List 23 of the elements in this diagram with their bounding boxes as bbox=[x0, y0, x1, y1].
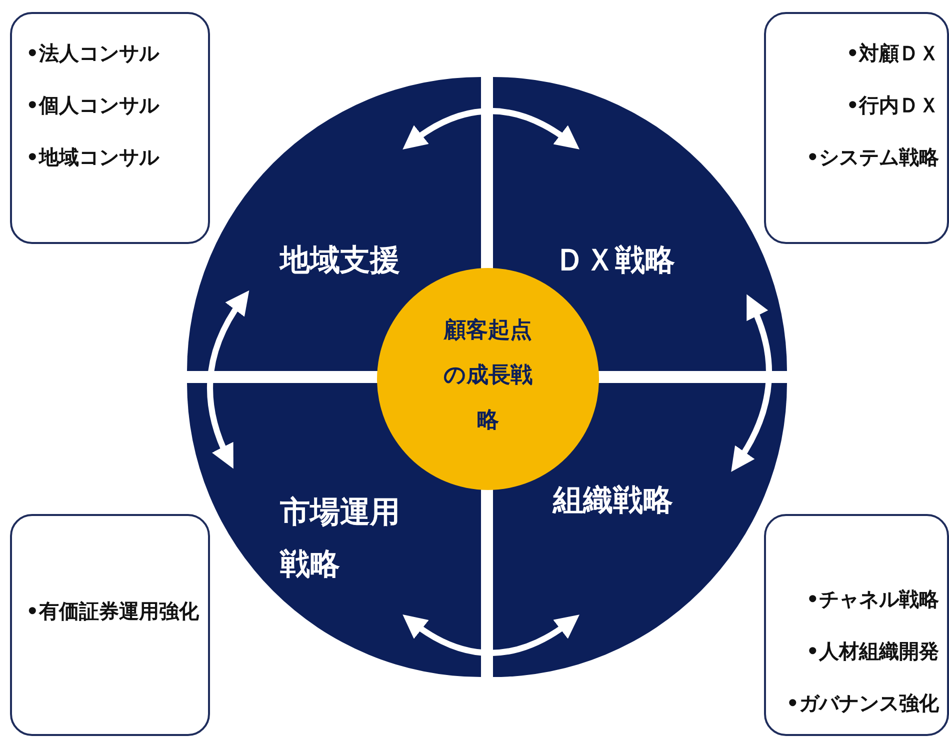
bullet-item: •個人コンサル bbox=[26, 92, 159, 119]
info-card bbox=[10, 12, 210, 244]
bullet-item: •地域コンサル bbox=[26, 144, 159, 171]
bullet-item: •行内ＤＸ bbox=[846, 92, 939, 119]
quadrant-title: 市場運用戦略 bbox=[280, 494, 401, 584]
bullet-item: •対顧ＤＸ bbox=[846, 40, 939, 67]
quadrant-title: 組織戦略 bbox=[553, 482, 673, 520]
bullet-item: •チャネル戦略 bbox=[806, 586, 939, 613]
bullet-item: •ガバナンス強化 bbox=[786, 690, 939, 717]
info-card bbox=[764, 12, 949, 244]
center-title: 顧客起点の成長戦略 bbox=[442, 316, 534, 435]
double-arrow bbox=[207, 290, 249, 469]
bullet-item: •法人コンサル bbox=[26, 40, 159, 67]
double-arrow bbox=[402, 614, 580, 656]
info-card bbox=[10, 514, 210, 736]
double-arrow bbox=[731, 294, 772, 472]
bullet-item: •有価証券運用強化 bbox=[26, 598, 200, 625]
quadrant-title: ＤＸ戦略 bbox=[555, 242, 675, 280]
quadrant-title: 地域支援 bbox=[280, 242, 400, 280]
bullet-item: •システム戦略 bbox=[806, 144, 939, 171]
info-card bbox=[764, 514, 949, 736]
bullet-item: •人材組織開発 bbox=[806, 638, 939, 665]
double-arrow bbox=[402, 108, 580, 150]
